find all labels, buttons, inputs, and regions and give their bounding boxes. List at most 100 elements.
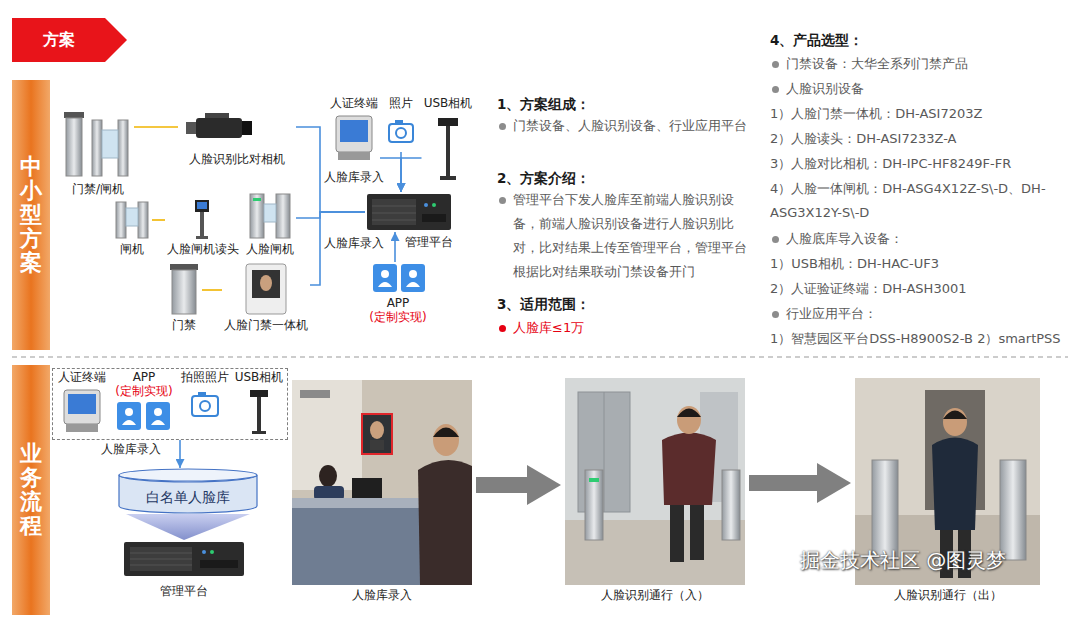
camera-icon [186, 122, 196, 134]
camera-icon [192, 396, 218, 416]
camera-icon [186, 113, 252, 138]
device-label: (定制实现) [369, 310, 426, 324]
photo-frame: 人脸识别通行（入） [565, 378, 745, 585]
app-icon [117, 402, 170, 430]
list-item: 1）USB相机：DH-HAC-UF3 [770, 252, 939, 276]
app-icon [151, 420, 165, 425]
usb-camera-icon [250, 390, 268, 434]
device-label: APP [387, 296, 410, 310]
big-arrow-ground [565, 378, 745, 585]
app-icon [117, 402, 141, 430]
photo [418, 460, 472, 585]
door-icon [170, 264, 198, 270]
caption: 人脸库录入 [292, 588, 472, 602]
usb-camera-icon [438, 118, 458, 126]
caption: 人脸识别通行（入） [565, 588, 745, 602]
connector [394, 232, 396, 262]
reader-icon [197, 202, 207, 209]
server-box: 管理平台 [120, 540, 248, 598]
photo [292, 380, 472, 585]
app-icon [401, 264, 425, 292]
terminal-icon [338, 152, 370, 160]
gate-icon [92, 120, 102, 176]
section-title: 中小型方案 [20, 155, 42, 276]
server-icon [210, 550, 214, 554]
server-icon [202, 550, 206, 554]
connector [296, 212, 365, 218]
camera-device: 人脸识别比对相机 [178, 110, 296, 166]
section-title: 方案 [43, 33, 75, 47]
device-label: 闸机 [120, 242, 144, 256]
section-tag: 方案 [12, 18, 127, 62]
section-heading: 4、产品选型： [770, 28, 863, 52]
photo [872, 460, 898, 560]
gate-icon [126, 208, 138, 226]
cylinder-shape [119, 469, 257, 481]
terminal-icon [260, 275, 272, 291]
photo-input: 照片 [386, 96, 416, 152]
connector [134, 126, 178, 128]
door-device: 门禁 [166, 262, 202, 332]
camera-icon [200, 401, 210, 411]
photo [943, 411, 967, 420]
app-device: APP(定制实现) [367, 262, 429, 324]
app-icon [406, 282, 420, 287]
camera-icon [389, 120, 413, 142]
gate-icon [118, 120, 128, 176]
big-arrow-ground [677, 409, 701, 418]
usb-camera-icon [440, 176, 456, 180]
connector [401, 158, 422, 192]
photo [352, 478, 382, 498]
device-label: 管理平台 [160, 584, 208, 598]
gate-icon [250, 194, 264, 238]
connector [749, 475, 818, 491]
terminal-icon [340, 120, 368, 142]
server-icon [130, 565, 192, 566]
app-icon [122, 420, 136, 425]
section-heading: 3、适用范围： [497, 292, 590, 316]
app-icon [409, 270, 417, 278]
photo [433, 428, 459, 438]
server-icon [372, 199, 416, 225]
section-band: 业务流程 [12, 365, 50, 615]
terminal-icon [246, 264, 286, 314]
device-label: 门禁/闸机 [72, 182, 124, 196]
server-icon [130, 553, 192, 554]
bullet-text: 人脸底库导入设备： [770, 227, 903, 251]
bullet-text: 管理平台下发人脸库至前端人脸识别设备，前端人脸识别设备进行人脸识别比对，比对结果… [497, 188, 759, 284]
device-label: APP [133, 370, 156, 384]
bullet-text: 人脸识别设备 [770, 77, 864, 101]
device-label: (定制实现) [115, 384, 172, 398]
camera-icon [389, 124, 413, 142]
bullet-text: 门禁设备、人脸识别设备、行业应用平台 [497, 114, 759, 138]
gate-icon [250, 194, 290, 238]
watermark: 掘金技术社区 @图灵梦 [800, 548, 1006, 572]
gate-icon [64, 112, 128, 176]
gate-icon [138, 202, 148, 238]
gate-device: 人脸闸机 [244, 190, 296, 256]
funnel-arrow [126, 514, 250, 540]
server-icon [124, 542, 244, 576]
door-icon [172, 270, 196, 314]
reader-icon [200, 212, 204, 238]
photo [300, 390, 330, 398]
device-label: 人脸门禁一体机 [224, 318, 308, 332]
usb-camera-icon [446, 126, 450, 176]
id-terminal: 人证终端 [328, 96, 380, 166]
usb-camera-icon [250, 390, 268, 397]
app-device: APP(定制实现) [111, 370, 177, 436]
server-icon [367, 194, 451, 230]
terminal-icon [336, 116, 372, 152]
app-icon [146, 402, 170, 430]
list-item: 1）人脸门禁一体机：DH-ASI7203Z [770, 102, 982, 126]
device-label: 门禁 [172, 318, 196, 332]
section-band: 中小型方案 [12, 80, 50, 350]
device-label: 人脸闸机读头 [167, 242, 239, 256]
gate-icon [66, 118, 82, 176]
big-arrow-ground [722, 470, 740, 540]
gate-icon [116, 202, 148, 238]
usb-camera: USB相机 [422, 96, 475, 186]
app-icon [373, 264, 397, 292]
server-icon [422, 214, 446, 222]
